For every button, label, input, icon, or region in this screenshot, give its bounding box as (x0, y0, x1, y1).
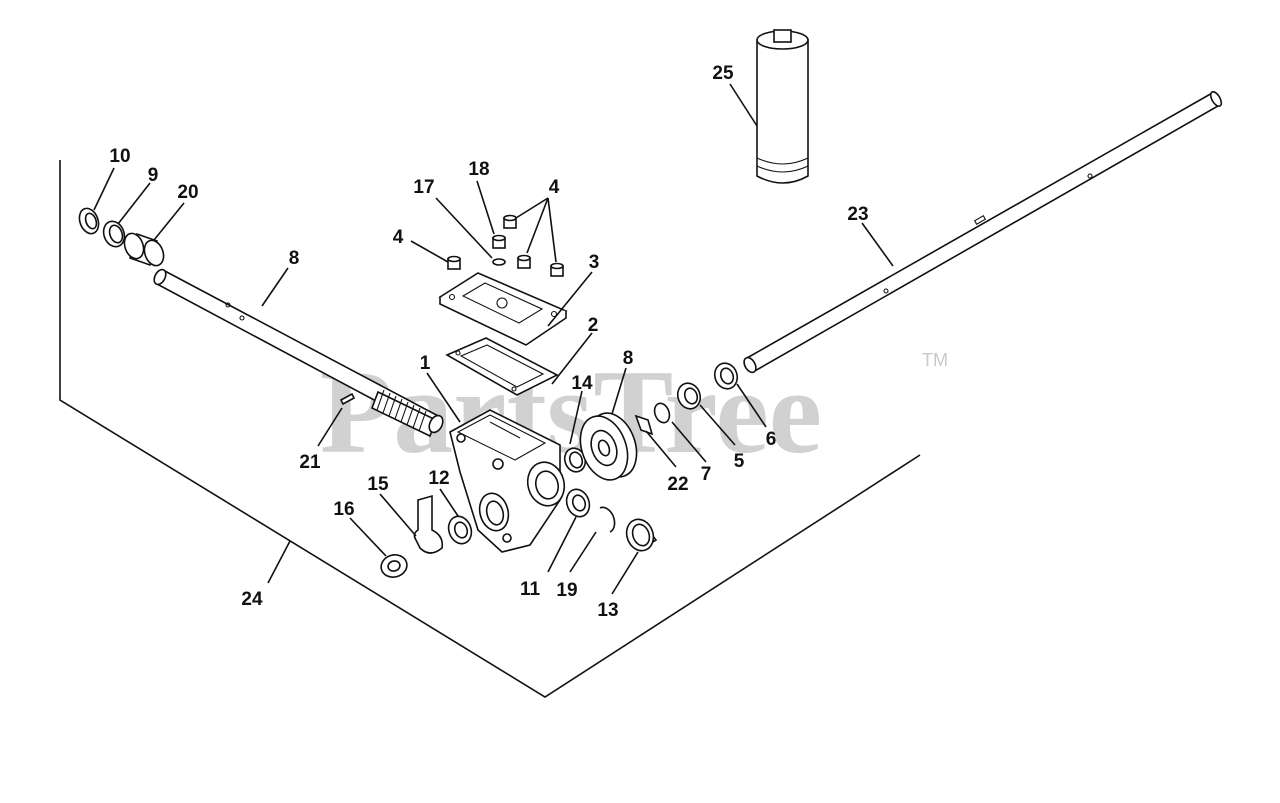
callout-22: 22 (667, 474, 688, 495)
part-17-washer[interactable] (492, 258, 506, 266)
callout-18: 18 (468, 159, 489, 180)
callout-4-top: 4 (549, 177, 560, 198)
worm-gear[interactable] (370, 389, 446, 438)
callout-7: 7 (701, 464, 712, 485)
callout-2: 2 (588, 315, 599, 336)
watermark-trademark: TM (922, 350, 948, 370)
callout-23: 23 (847, 204, 868, 225)
part-12-bearing[interactable] (622, 516, 658, 555)
callout-16: 16 (333, 499, 354, 520)
part-5-bearing[interactable] (674, 380, 704, 412)
callout-4-left: 4 (393, 227, 404, 248)
callout-3: 3 (589, 252, 600, 273)
part-3-cover[interactable] (438, 272, 568, 346)
leader-lines (93, 83, 894, 595)
part-13-bushing[interactable] (445, 513, 475, 547)
callout-8-shaft: 8 (289, 248, 300, 269)
part-20-bushing[interactable] (121, 231, 167, 269)
part-16-seal[interactable] (379, 552, 410, 580)
callout-15: 15 (367, 474, 389, 495)
part-4-bolt[interactable] (503, 214, 517, 229)
callout-21: 21 (299, 452, 321, 473)
callout-8-gear: 8 (623, 348, 634, 369)
assembly-boundary-lines (59, 160, 921, 698)
callout-20: 20 (177, 182, 198, 203)
callout-11: 11 (520, 579, 541, 600)
part-7-snap-ring[interactable] (652, 401, 672, 425)
callout-9: 9 (148, 165, 159, 186)
part-8-gear[interactable] (572, 406, 645, 486)
part-9-ring[interactable] (100, 218, 128, 249)
part-11-washer[interactable] (563, 486, 593, 520)
part-6-seal[interactable] (711, 360, 741, 392)
callout-10: 10 (109, 146, 130, 167)
callout-19: 19 (556, 580, 577, 601)
callout-5: 5 (734, 451, 745, 472)
part-19-snap-ring[interactable] (599, 506, 616, 533)
part-2-gasket[interactable] (445, 337, 559, 396)
part-4-bolt[interactable] (550, 262, 564, 277)
part-15-clip[interactable] (413, 494, 444, 554)
part-25-cylinder[interactable] (756, 29, 809, 184)
callout-13: 12 (428, 468, 449, 489)
part-4-bolt[interactable] (517, 254, 531, 269)
part-4-bolt[interactable] (447, 255, 461, 270)
part-22-key[interactable] (634, 414, 654, 436)
callout-17: 17 (413, 177, 434, 198)
callout-24: 24 (241, 589, 263, 610)
part-1-housing[interactable] (449, 409, 569, 553)
part-10-washer[interactable] (76, 206, 102, 237)
callout-6: 6 (766, 429, 777, 450)
callout-14: 14 (571, 373, 593, 394)
part-21-pin[interactable] (339, 392, 356, 406)
callout-1: 1 (420, 353, 431, 374)
callout-25: 25 (712, 63, 734, 84)
callout-12: 13 (597, 600, 618, 621)
part-23-shaft[interactable] (742, 90, 1224, 374)
part-18-fitting[interactable] (492, 234, 506, 249)
